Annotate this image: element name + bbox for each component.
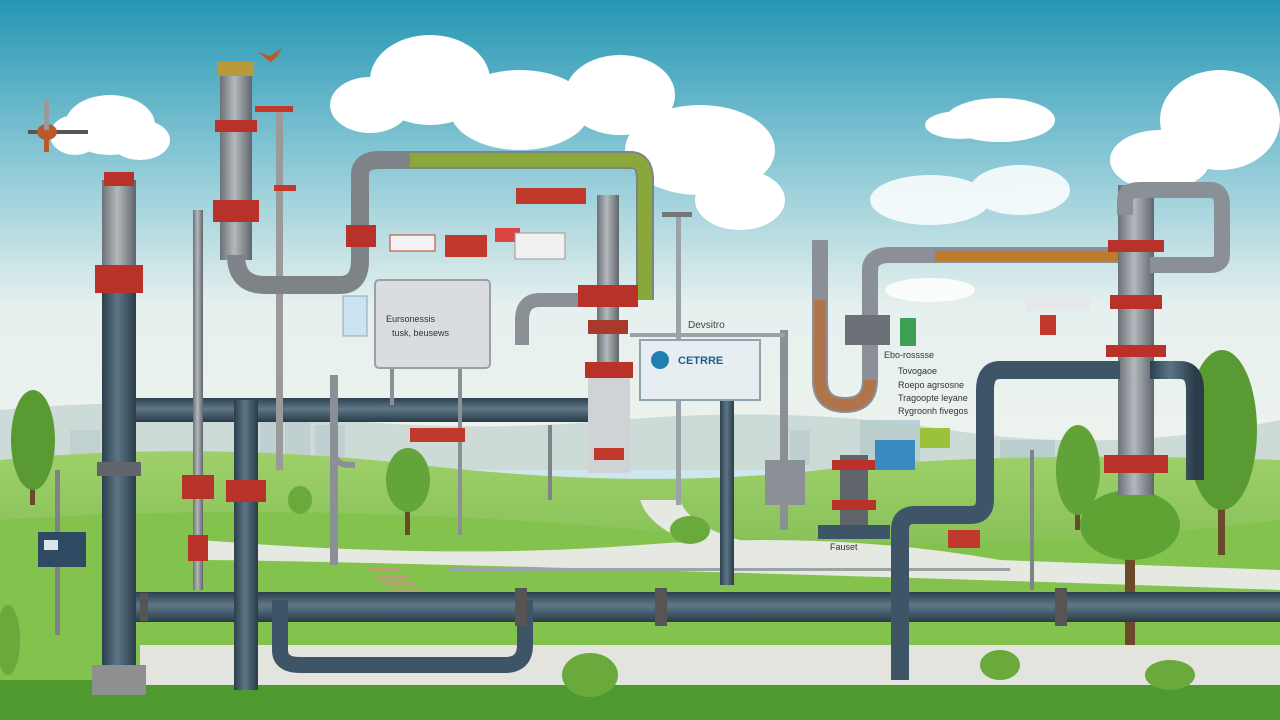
flange-red <box>346 225 376 247</box>
bushes <box>0 486 1195 697</box>
flange-red <box>1110 295 1162 309</box>
pipe-lower-loop <box>272 600 533 673</box>
pipe-right-hook <box>1150 361 1204 480</box>
pipe-center-elbow <box>515 293 600 345</box>
flange-red <box>226 480 266 502</box>
valve-red <box>588 320 628 334</box>
flange-red <box>1106 345 1166 357</box>
flange-red <box>832 460 876 470</box>
cloud-mid-right <box>925 98 1055 142</box>
tree-right-tall <box>1187 350 1257 555</box>
flange-red <box>182 475 214 499</box>
pole <box>548 425 552 500</box>
cloud-center <box>330 35 785 230</box>
valve-red <box>578 285 638 307</box>
flange-red <box>832 500 876 510</box>
clouds <box>50 35 1280 302</box>
pipe-small-vertical <box>720 395 734 585</box>
tree-center <box>386 448 430 535</box>
sign-b: CETRRE Devsitro <box>639 320 761 401</box>
tree-far-left <box>11 390 55 505</box>
sign-a-line1: Eursonessis <box>386 314 436 324</box>
banner-cluster <box>389 188 586 260</box>
winding-path <box>200 540 1280 590</box>
cloud-left <box>50 95 170 160</box>
pipe-small-horizontal <box>630 333 785 337</box>
meter-box-icon <box>38 470 86 635</box>
flange-red <box>213 200 259 222</box>
sign-c-line4: Tragoopte leyane <box>898 393 968 403</box>
grass-foreground <box>0 680 1280 720</box>
sign-a-line2: tusk, beusews <box>392 328 450 338</box>
pipe-middle-horizontal <box>135 398 600 422</box>
pipe-right-copper <box>814 300 876 412</box>
pole-hook <box>331 380 355 468</box>
curved-path <box>640 500 760 545</box>
pole <box>1030 450 1034 590</box>
bird-icon <box>258 48 282 62</box>
sign-c: Ebo-rosssse Tovogaoe Roepo agrsosne Trag… <box>884 350 969 416</box>
pipe-base <box>92 665 146 695</box>
cloud-right <box>1110 70 1280 190</box>
sign-c-line5: Rygroonh fivegos <box>898 406 969 416</box>
sign-c-line2: Tovogaoe <box>898 366 937 376</box>
valve-grey <box>845 315 890 345</box>
flange-red <box>95 265 143 293</box>
valve-green <box>900 318 916 346</box>
flange-red <box>188 535 208 561</box>
pipe-tall-left-top <box>102 180 136 270</box>
flange-grey <box>97 462 141 476</box>
sign-blue-small <box>342 295 368 337</box>
sign-d: Fauset <box>830 542 858 552</box>
drone-icon <box>28 100 88 152</box>
steps <box>370 568 424 593</box>
flange-red <box>1108 240 1164 252</box>
valve-assembly <box>765 460 805 505</box>
sign-a: Eursonessis tusk, beusews <box>374 279 491 535</box>
tank-label <box>594 448 624 460</box>
valve-base <box>818 525 890 539</box>
pipe-thin-grey <box>193 210 203 590</box>
sign-b-title: Devsitro <box>688 320 725 331</box>
pipe-tower-top-loop <box>1117 182 1230 273</box>
pipe-foreground-horizontal <box>105 592 1280 622</box>
pipe-upper-grey <box>220 70 252 260</box>
sign-c-line1: Ebo-rosssse <box>884 350 934 360</box>
sign-b-text: CETRRE <box>678 355 723 367</box>
pipe-thin-red-cap <box>274 185 296 191</box>
sign-c-line3: Roepo agrsosne <box>898 380 964 390</box>
flange-red <box>1104 455 1168 473</box>
pipe-thin-red-top <box>255 106 293 112</box>
pipe-right-blue-descent <box>891 361 1120 680</box>
tree-right-mid <box>1056 425 1100 530</box>
flange-red <box>104 172 134 186</box>
flange-gold <box>218 62 254 76</box>
cloud-horizon <box>870 165 1070 302</box>
pole <box>330 375 338 565</box>
distant-boards <box>410 297 1090 548</box>
flange-red <box>215 120 257 132</box>
pole-cap <box>662 212 692 217</box>
trees <box>0 350 1257 697</box>
pipe-tower-right <box>1118 185 1154 495</box>
pipe-orange-run <box>935 251 1135 261</box>
pipe-small-vertical <box>780 330 788 530</box>
valve-red <box>585 362 633 378</box>
pipe-vertical-blue <box>234 400 258 690</box>
pipe-green-run <box>410 153 652 300</box>
pipe-clamps <box>140 588 1067 626</box>
sign-b-logo <box>651 351 669 369</box>
